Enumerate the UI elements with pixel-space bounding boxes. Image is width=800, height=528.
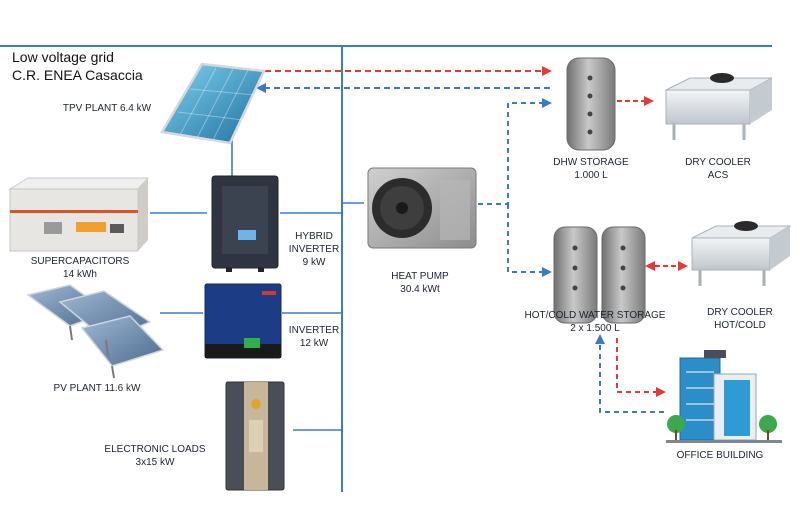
office-to-storage-cold-arrow [595, 334, 664, 413]
hot-cold-storage-label: HOT/COLD WATER STORAGE [524, 310, 666, 321]
grid-title: Low voltage grid [12, 49, 114, 65]
heatpump-to-storage-cold-arrow [507, 204, 552, 277]
supercapacitors-value: 14 kWh [63, 269, 97, 280]
electronic-loads-label: ELECTRONIC LOADS [104, 444, 206, 455]
hybrid-inverter-icon [211, 175, 279, 272]
dhw-storage-label: DHW STORAGE [553, 157, 629, 168]
dry-cooler-acs-label: DRY COOLER [685, 157, 751, 168]
tpv-plant-label: TPV PLANT 6.4 kW [62, 103, 152, 114]
hybrid-inverter-value: 9 kW [302, 257, 326, 268]
inverter-icon [204, 283, 282, 359]
dhw-storage-value: 1.000 L [574, 170, 608, 181]
storage-to-office-hot-arrow [616, 338, 666, 397]
electronic-loads-icon [225, 381, 285, 491]
dry-cooler-acs-value: ACS [707, 170, 729, 181]
inverter-label: INVERTER [288, 325, 340, 336]
hybrid-inverter-label-1: HYBRID [295, 231, 333, 242]
pv-plant-icon [26, 284, 165, 379]
electronic-loads-value: 3x15 kW [135, 457, 175, 468]
heat-pump-value: 30.4 kWt [400, 284, 440, 295]
tpv-plant-icon [159, 62, 266, 145]
heatpump-to-dhw-cold-arrow [478, 98, 552, 205]
thermal-flows [255, 66, 688, 413]
supercapacitors-icon [8, 177, 150, 252]
heat-pump-icon [367, 167, 477, 249]
dry-cooler-acs-icon [665, 73, 773, 140]
grid-subtitle: C.R. ENEA Casaccia [12, 67, 143, 83]
bus-lines [0, 45, 772, 492]
dry-cooler-hot-cold-value: HOT/COLD [714, 320, 766, 331]
dhw-storage-icon [566, 57, 616, 151]
supercapacitors-label: SUPERCAPACITORS [30, 256, 130, 267]
hot-cold-storage-icon [553, 226, 646, 324]
dry-cooler-hot-cold-icon [691, 221, 792, 286]
dry-cooler-hot-cold-label: DRY COOLER [707, 307, 773, 318]
heat-pump-label: HEAT PUMP [391, 271, 449, 282]
office-building-icon [666, 350, 782, 443]
office-building-label: OFFICE BUILDING [676, 450, 764, 461]
inverter-value: 12 kW [299, 338, 329, 349]
pv-plant-label: PV PLANT 11.6 kW [53, 383, 141, 394]
hot-cold-storage-value: 2 x 1.500 L [570, 323, 620, 334]
hybrid-inverter-label-2: INVERTER [288, 244, 340, 255]
